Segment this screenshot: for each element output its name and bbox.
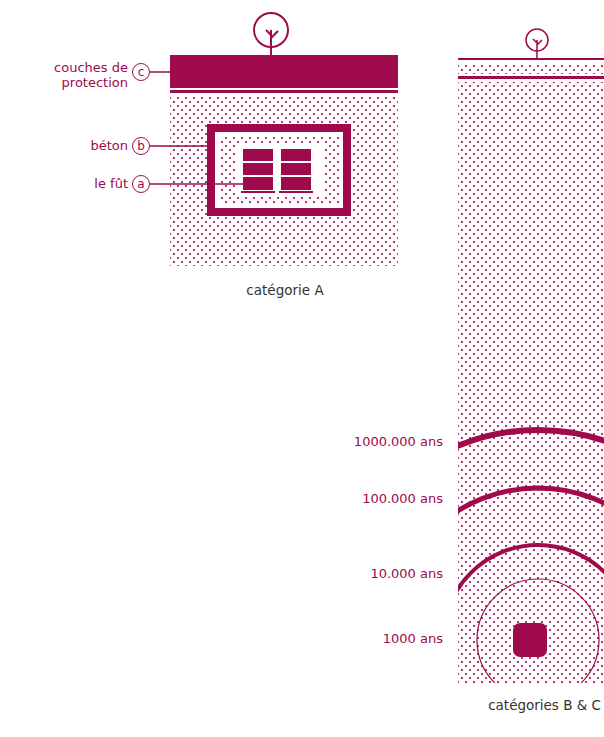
leader-lines [150, 72, 243, 184]
part-label: 10.000 ans [303, 566, 443, 581]
tree-branches [533, 39, 542, 51]
concrete-fill [219, 136, 339, 204]
time-arcs [458, 430, 604, 683]
tree-symbol [526, 29, 548, 51]
waste-package [513, 623, 547, 657]
part-label: béton [28, 138, 128, 153]
callout-letter: c [138, 66, 145, 78]
protection-layer [170, 55, 398, 88]
part-label: le fût [28, 176, 128, 191]
protection-line [170, 90, 398, 93]
part-label: couches de protection [46, 60, 128, 90]
top-soil [458, 64, 604, 74]
callout-letter: b [137, 140, 145, 152]
category-caption: catégorie A [205, 283, 365, 298]
callout-circle: b [132, 137, 150, 155]
tree-symbol [254, 13, 288, 47]
part-label: 100.000 ans [303, 491, 443, 506]
soil [170, 95, 398, 266]
part-label: 1000 ans [303, 631, 443, 646]
part-label: 1000.000 ans [303, 434, 443, 449]
tree-branches [266, 30, 278, 47]
deep-soil [458, 82, 604, 683]
drum-bay [235, 143, 323, 197]
surface-line [458, 58, 604, 60]
callout-letter: a [137, 178, 144, 190]
surface-line [458, 76, 604, 79]
callout-circle: c [132, 63, 150, 81]
concrete-box [211, 128, 347, 212]
category-caption: catégories B & C [421, 698, 601, 713]
drums [241, 149, 313, 193]
callout-circle: a [132, 175, 150, 193]
